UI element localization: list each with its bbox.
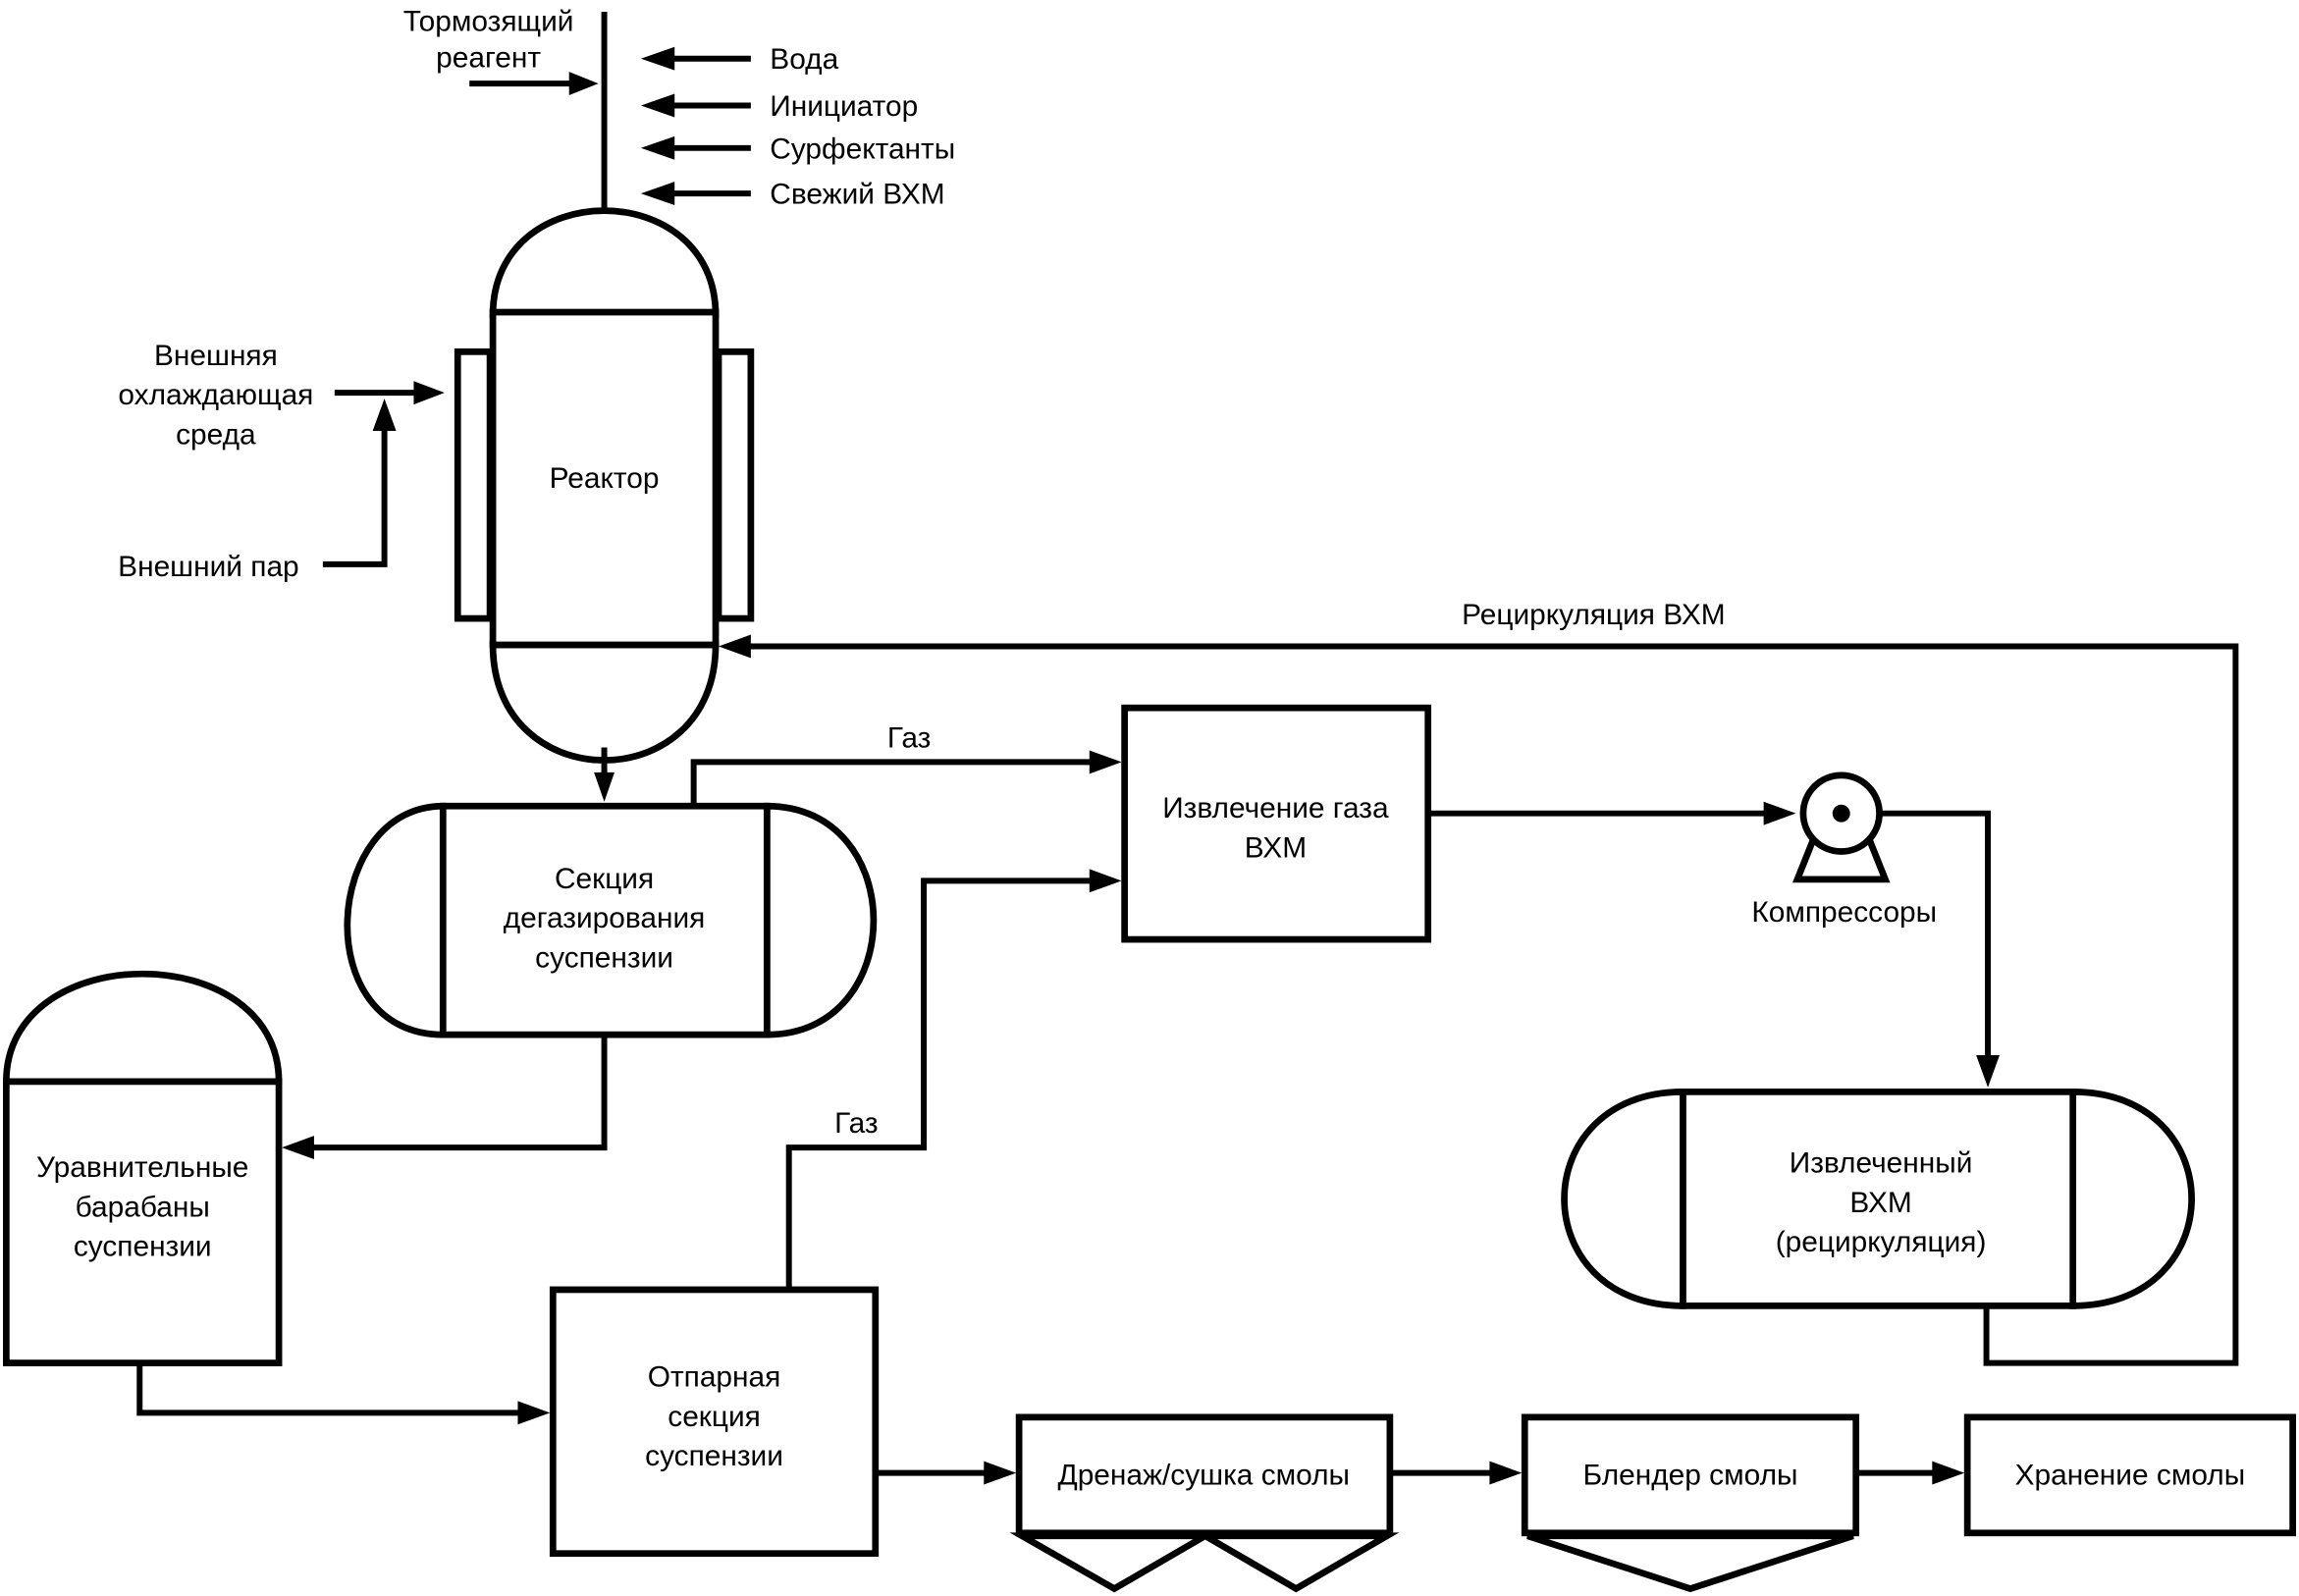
- gas-label-1: Газ: [887, 721, 931, 754]
- gas-recovery-label-line1: Извлечение газа: [1162, 792, 1389, 825]
- stripper-label-line1: Отпарная: [648, 1360, 781, 1393]
- water-arrow: [640, 46, 751, 71]
- recovered-vcm-label-line1: Извлеченный: [1790, 1146, 1973, 1179]
- cooling-label-line1: Внешняя: [154, 340, 278, 372]
- compressor-icon: [1791, 771, 1891, 883]
- blowdown-label-line2: барабаны: [76, 1191, 210, 1223]
- cooling-label-line2: охлаждающая: [118, 379, 313, 411]
- blender-to-storage-arrow: [1855, 1461, 1965, 1485]
- reactor-to-degassing-arrow: [594, 747, 615, 802]
- gas-recovery-box: [1121, 704, 1432, 943]
- blender-label: Блендер смолы: [1582, 1460, 1797, 1492]
- recycle-label: Рециркуляция ВХМ: [1462, 599, 1726, 631]
- gas-line-1: [690, 750, 1122, 807]
- cooling-arrow: [334, 381, 445, 405]
- inhibitor-label-line2: реагент: [436, 42, 541, 75]
- recovered-vcm-label-line2: ВХМ: [1849, 1187, 1911, 1219]
- stripper-box: [549, 1286, 880, 1558]
- gas-recovery-label-line2: ВХМ: [1245, 831, 1307, 864]
- degassing-label-line2: дегазирования: [504, 902, 706, 934]
- degassing-label-line3: суспензии: [535, 941, 673, 974]
- recovered-vcm-label-line3: (рециркуляция): [1776, 1226, 1987, 1258]
- recovery-to-compressor-arrow: [1427, 801, 1796, 825]
- degassing-vessel: [344, 802, 878, 1038]
- recovered-vcm-vessel: [1561, 1089, 2195, 1309]
- reactor-label: Реактор: [550, 462, 660, 495]
- blowdown-label-line3: суспензии: [74, 1231, 212, 1263]
- gas-label-2: Газ: [834, 1107, 878, 1140]
- reactor-vessel: [454, 207, 755, 764]
- initiator-arrow: [640, 93, 751, 118]
- degassing-to-blowdown-arrow: [282, 1035, 608, 1160]
- dryer-to-blender-arrow: [1389, 1461, 1523, 1485]
- dryer-label: Дренаж/сушка смолы: [1057, 1460, 1350, 1492]
- surfactants-arrow: [640, 135, 751, 160]
- surfactants-label: Сурфектанты: [770, 133, 955, 165]
- blender-unit: [1521, 1413, 1860, 1593]
- blowdown-label-line1: Уравнительные: [36, 1151, 248, 1184]
- stripper-label-line3: суспензии: [645, 1440, 783, 1472]
- storage-box: [1963, 1413, 2296, 1537]
- blowdown-to-stripper-arrow: [136, 1362, 551, 1425]
- degassing-label-line1: Секция: [555, 863, 654, 895]
- blowdown-drums-vessel: [3, 970, 283, 1366]
- stripper-label-line2: секция: [668, 1401, 761, 1433]
- compressor-to-recovered-arrow: [1876, 810, 2001, 1088]
- gas-line-2: [785, 869, 1122, 1290]
- fresh-vcm-arrow: [640, 182, 751, 206]
- steam-label: Внешний пар: [118, 551, 299, 583]
- cooling-label-line3: среда: [176, 418, 256, 451]
- inhibitor-arrow: [469, 72, 599, 96]
- stripper-to-dryer-arrow: [875, 1461, 1017, 1485]
- storage-label: Хранение смолы: [2015, 1460, 2246, 1492]
- steam-arrow: [322, 399, 397, 567]
- initiator-label: Инициатор: [770, 90, 918, 123]
- inhibitor-label-line1: Тормозящий: [403, 5, 574, 37]
- fresh-vcm-label: Свежий ВХМ: [770, 179, 944, 211]
- compressors-label: Компрессоры: [1751, 896, 1937, 929]
- water-label: Вода: [770, 43, 838, 76]
- dryer-unit: [1009, 1413, 1400, 1593]
- vcm-recycle-line: [719, 634, 2239, 1366]
